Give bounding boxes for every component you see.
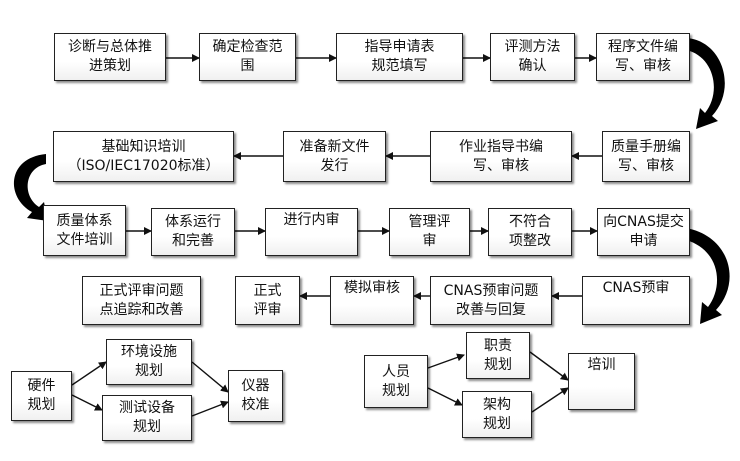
- step-quality-manual: 质量手册编 写、审核: [602, 131, 690, 182]
- personnel-planning: 人员 规划: [364, 355, 428, 408]
- environment-planning: 环境设施 规划: [106, 339, 192, 385]
- step-basic-training-label: 基础知识培训 （ISO/IEC17020标准）: [67, 138, 220, 174]
- step-nonconformity-label: 不符合 项整改: [509, 214, 551, 249]
- step-cnas-pre-issues: CNAS预审问题 改善与回复: [430, 276, 552, 325]
- arrow-duties-to-training: [529, 351, 569, 381]
- step-cnas-pre-issues-label: CNAS预审问题 改善与回复: [443, 282, 539, 318]
- step-internal-audit-label: 进行内审: [283, 212, 340, 228]
- step-formal-followup-label: 正式评审问题 点追踪和改善: [99, 282, 184, 318]
- curve-arrow-row1-to-row2: [686, 38, 725, 129]
- step-formal-review: 正式 评审: [235, 276, 300, 325]
- step-system-training: 质量体系 文件培训: [43, 205, 126, 256]
- arrow-person-to-structure: [427, 387, 463, 406]
- step-eval-method-label: 评测方法 确认: [504, 39, 561, 74]
- step-internal-audit: 进行内审: [265, 208, 358, 256]
- step-guide-form-label: 指导申请表 规范填写: [364, 39, 435, 74]
- step-management-review-label: 管理评 审: [408, 214, 451, 249]
- environment-planning-label: 环境设施 规划: [121, 344, 177, 379]
- step-diagnosis: 诊断与总体推 进策划: [54, 33, 166, 81]
- step-system-training-label: 质量体系 文件培训: [56, 212, 113, 248]
- step-cnas-pre: CNAS预审: [582, 276, 690, 325]
- arrow-test-to-calib: [191, 400, 229, 417]
- training-label: 培训: [587, 357, 616, 373]
- step-guide-form: 指导申请表 规范填写: [336, 33, 463, 81]
- duties-planning-label: 职责 规划: [484, 337, 512, 373]
- step-mock-audit-label: 模拟审核: [344, 280, 400, 296]
- step-procedure-docs: 程序文件编 写、审核: [596, 33, 690, 81]
- step-system-operation: 体系运行 和完善: [151, 208, 235, 256]
- step-new-doc-release-label: 准备新文件 发行: [299, 138, 370, 174]
- step-eval-method: 评测方法 确认: [490, 33, 575, 81]
- step-scope: 确定检查范 围: [199, 33, 296, 81]
- step-system-operation-label: 体系运行 和完善: [165, 214, 221, 249]
- step-cnas-pre-label: CNAS预审: [602, 280, 670, 296]
- step-quality-manual-label: 质量手册编 写、审核: [611, 138, 681, 174]
- test-equipment-planning-label: 测试设备 规划: [119, 400, 175, 435]
- arrow-hw-to-env: [71, 361, 107, 386]
- hardware-planning-label: 硬件 规划: [27, 378, 56, 413]
- step-work-instructions-label: 作业指导书编 写、审核: [459, 138, 543, 174]
- test-equipment-planning: 测试设备 规划: [102, 395, 192, 441]
- step-new-doc-release: 准备新文件 发行: [283, 131, 386, 182]
- instrument-calibration: 仪器 校准: [228, 370, 283, 422]
- step-scope-label: 确定检查范 围: [212, 39, 283, 74]
- training: 培训: [568, 353, 635, 410]
- curve-arrow-row2-to-row3: [13, 154, 48, 221]
- step-work-instructions: 作业指导书编 写、审核: [430, 131, 572, 182]
- step-diagnosis-label: 诊断与总体推 进策划: [68, 39, 152, 74]
- instrument-calibration-label: 仪器 校准: [241, 378, 270, 413]
- curve-arrow-row3-to-row4: [686, 228, 730, 324]
- arrow-person-to-duties: [427, 353, 465, 369]
- step-procedure-docs-label: 程序文件编 写、审核: [608, 39, 678, 74]
- step-formal-followup: 正式评审问题 点追踪和改善: [82, 276, 201, 325]
- step-basic-training: 基础知识培训 （ISO/IEC17020标准）: [53, 131, 234, 182]
- hardware-planning: 硬件 规划: [11, 371, 72, 421]
- step-nonconformity: 不符合 项整改: [488, 208, 572, 256]
- duties-planning: 职责 规划: [466, 332, 530, 379]
- arrow-env-to-calib: [191, 361, 229, 393]
- arrow-structure-to-training: [531, 387, 569, 413]
- step-management-review: 管理评 审: [389, 208, 470, 256]
- step-mock-audit: 模拟审核: [330, 276, 414, 325]
- structure-planning-label: 架构 规划: [483, 396, 511, 432]
- step-formal-review-label: 正式 评审: [253, 282, 282, 318]
- structure-planning: 架构 规划: [462, 391, 532, 438]
- step-cnas-apply: 向CNAS提交 申请: [597, 208, 690, 256]
- step-cnas-apply-label: 向CNAS提交 申请: [603, 214, 684, 249]
- personnel-planning-label: 人员 规划: [382, 363, 410, 399]
- arrow-hw-to-test: [71, 394, 103, 411]
